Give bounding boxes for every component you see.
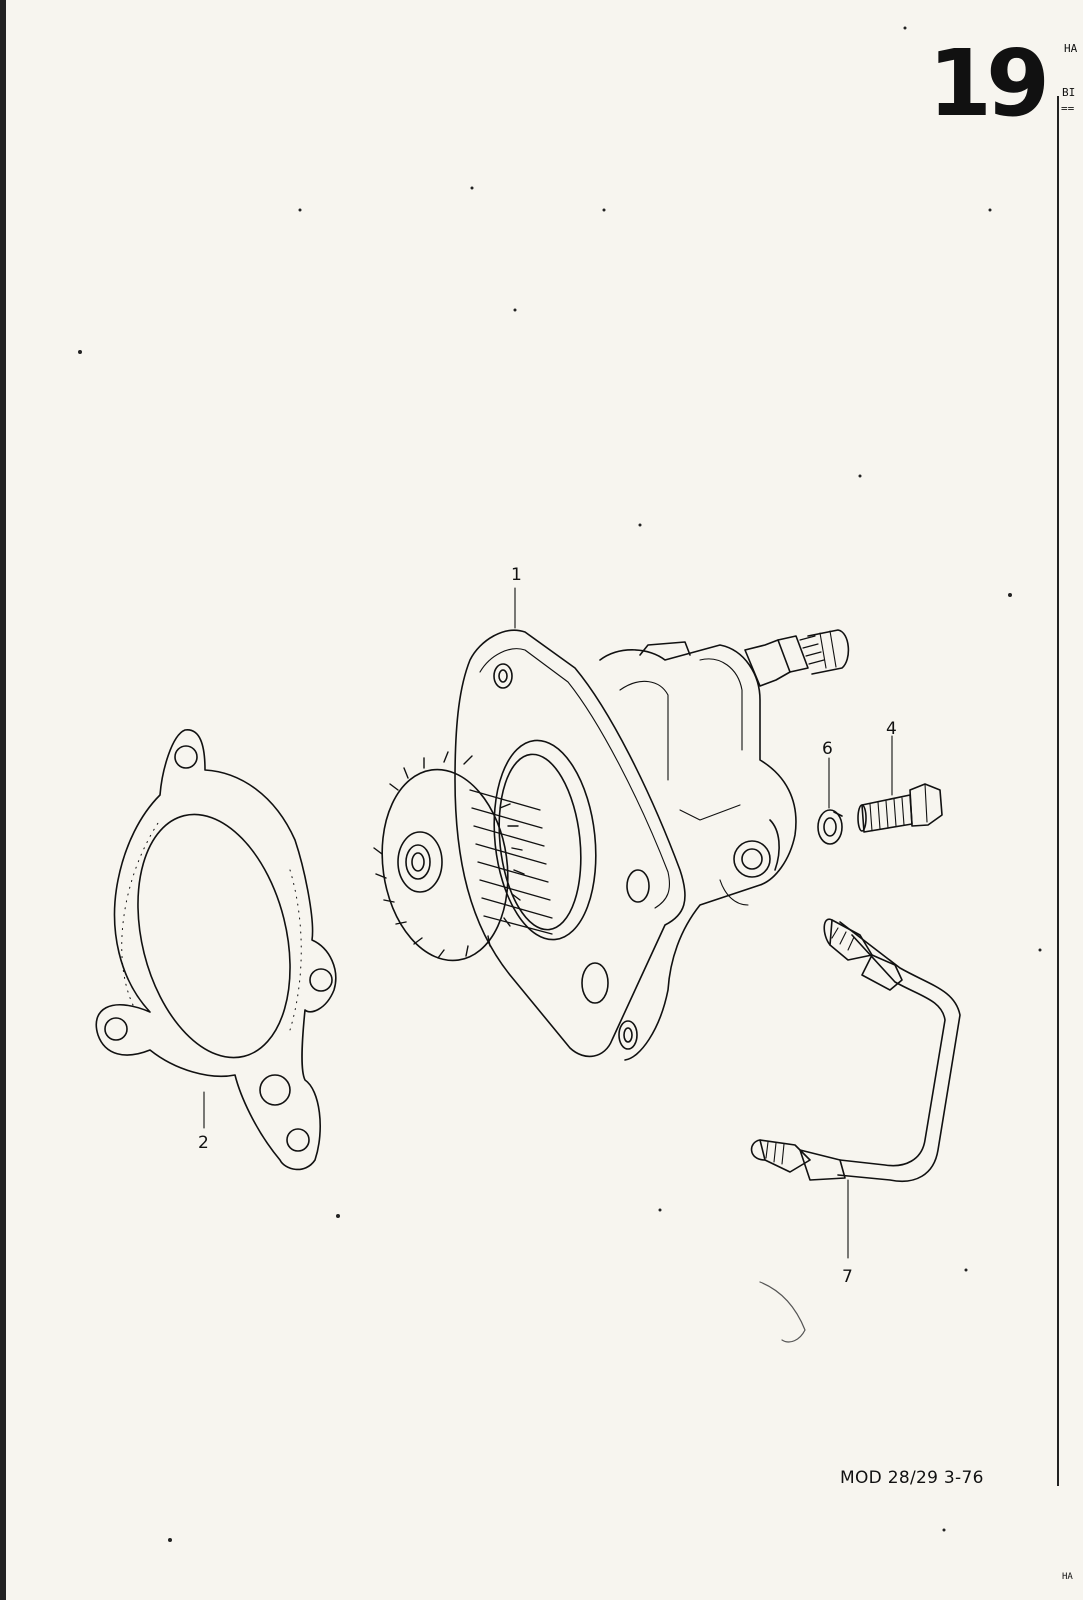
header-fragment-middle: BI xyxy=(1062,86,1076,99)
bolt-part xyxy=(857,783,943,833)
washer-part xyxy=(817,809,843,845)
callout-7: 7 xyxy=(842,1267,853,1287)
footer-model-code: MOD 28/29 3-76 xyxy=(840,1468,984,1488)
header-fragment-top: HA xyxy=(1064,42,1078,55)
callout-6: 6 xyxy=(822,739,833,759)
callout-1: 1 xyxy=(511,565,522,585)
header-fragment-bottom: HA xyxy=(1062,1572,1073,1582)
scan-left-edge xyxy=(0,0,6,1600)
gasket-part xyxy=(95,729,337,1171)
header-rule: == xyxy=(1061,102,1075,115)
pump-body-part xyxy=(373,629,850,1061)
callout-4: 4 xyxy=(886,719,897,739)
callout-2: 2 xyxy=(198,1133,209,1153)
right-margin-rule xyxy=(1057,96,1059,1486)
page-number: 19 xyxy=(928,30,1050,137)
scan-noise xyxy=(78,26,1042,1542)
fuel-line-part xyxy=(750,918,961,1182)
